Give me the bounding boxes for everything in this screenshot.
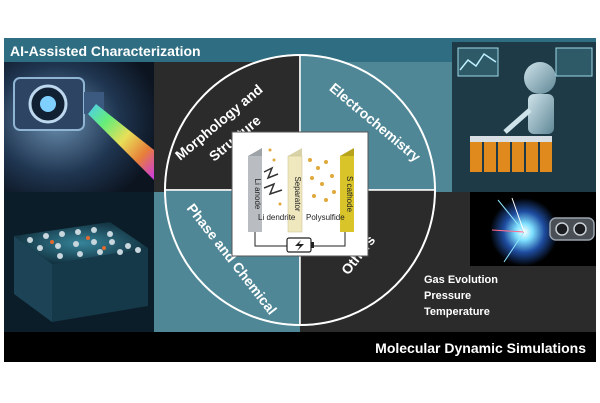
molecular-dynamics-image: [4, 192, 154, 332]
anode-label: Li anode: [253, 179, 262, 210]
cathode-plate: [340, 156, 354, 232]
polysulfide-label: Polysulfide: [306, 213, 345, 222]
li-s-cell-diagram: Li anode Separator S cathode Li dendrite…: [231, 131, 369, 257]
separator-plate: [287, 155, 303, 233]
cathode-label: S cathode: [345, 176, 354, 213]
separator-label: Separator: [293, 176, 302, 211]
robot-battery-image: [452, 42, 596, 192]
others-item-pressure: Pressure: [424, 290, 471, 302]
xray-instrument-image: [4, 62, 154, 192]
bottom-banner-title: Molecular Dynamic Simulations: [375, 340, 586, 356]
dendrite-mark-2: [263, 182, 283, 196]
anode-plate: [248, 156, 262, 232]
polysulfide-particles: [268, 148, 336, 206]
top-banner-title: AI-Assisted Characterization: [10, 43, 201, 59]
others-item-gas-evolution: Gas Evolution: [424, 274, 498, 286]
others-item-temperature: Temperature: [424, 306, 490, 318]
laser-spark-image: [470, 192, 596, 266]
dendrite-label: Li dendrite: [258, 213, 296, 222]
dendrite-mark-1: [263, 166, 279, 180]
bottom-banner: [4, 332, 596, 362]
charge-bolt-icon: [295, 240, 304, 251]
